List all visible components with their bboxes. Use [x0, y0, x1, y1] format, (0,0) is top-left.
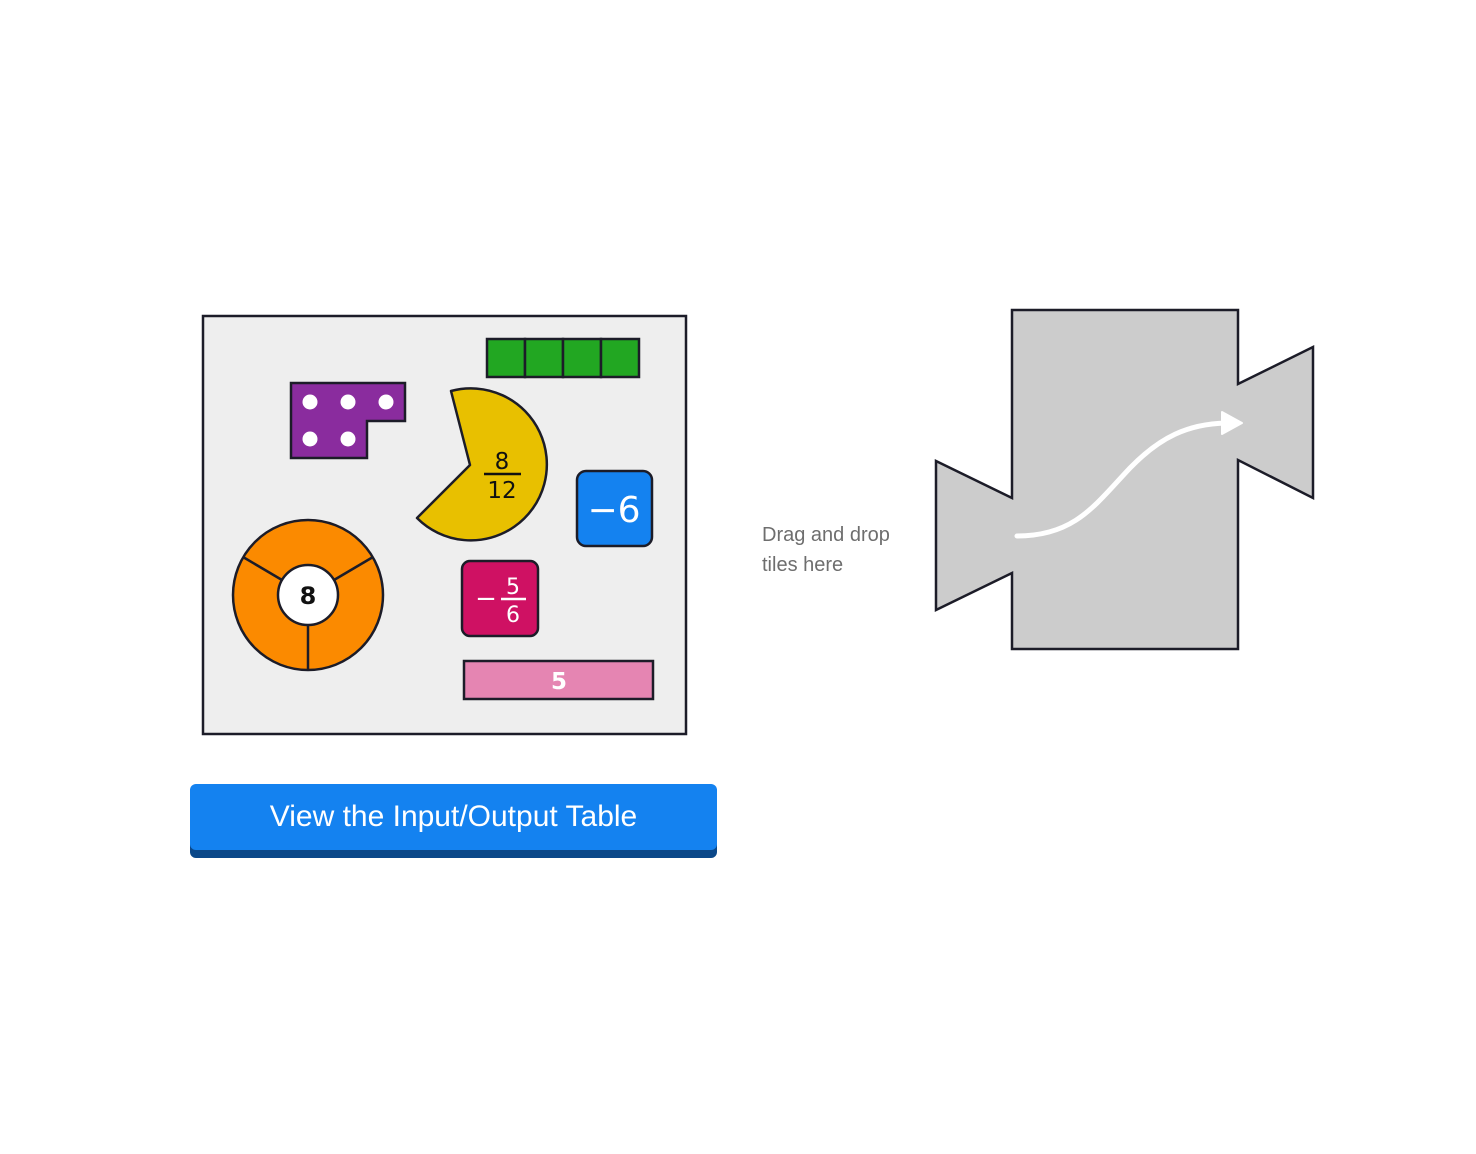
integer-value: −6: [587, 490, 640, 531]
pink-bar-tile[interactable]: 5: [462, 659, 655, 701]
blue-integer-tile[interactable]: −6: [575, 469, 654, 548]
input-output-arrow-icon: [1014, 420, 1229, 539]
bar-value: 5: [551, 669, 567, 695]
hint-line-2: tiles here: [762, 554, 844, 576]
ring-value: 8: [300, 582, 317, 610]
fraction-numerator: 8: [495, 449, 510, 475]
yellow-fraction-tile[interactable]: 8 12: [415, 387, 549, 542]
hint-line-1: Drag and drop: [762, 524, 890, 546]
dropzone-hint: Drag and drop tiles here: [762, 520, 890, 580]
orange-ring-tile[interactable]: 8: [231, 518, 385, 672]
magenta-fraction-tile[interactable]: − 5 6: [460, 559, 540, 638]
function-machine-dropzone[interactable]: [934, 308, 1315, 651]
fraction-denominator: 6: [506, 603, 520, 628]
fraction-denominator: 12: [487, 478, 516, 504]
fraction-numerator: 5: [506, 575, 520, 600]
negative-sign: −: [475, 584, 497, 614]
green-block-tile[interactable]: [485, 337, 641, 379]
view-input-output-table-button[interactable]: View the Input/Output Table: [190, 784, 717, 850]
purple-dot-tile[interactable]: [289, 381, 407, 460]
